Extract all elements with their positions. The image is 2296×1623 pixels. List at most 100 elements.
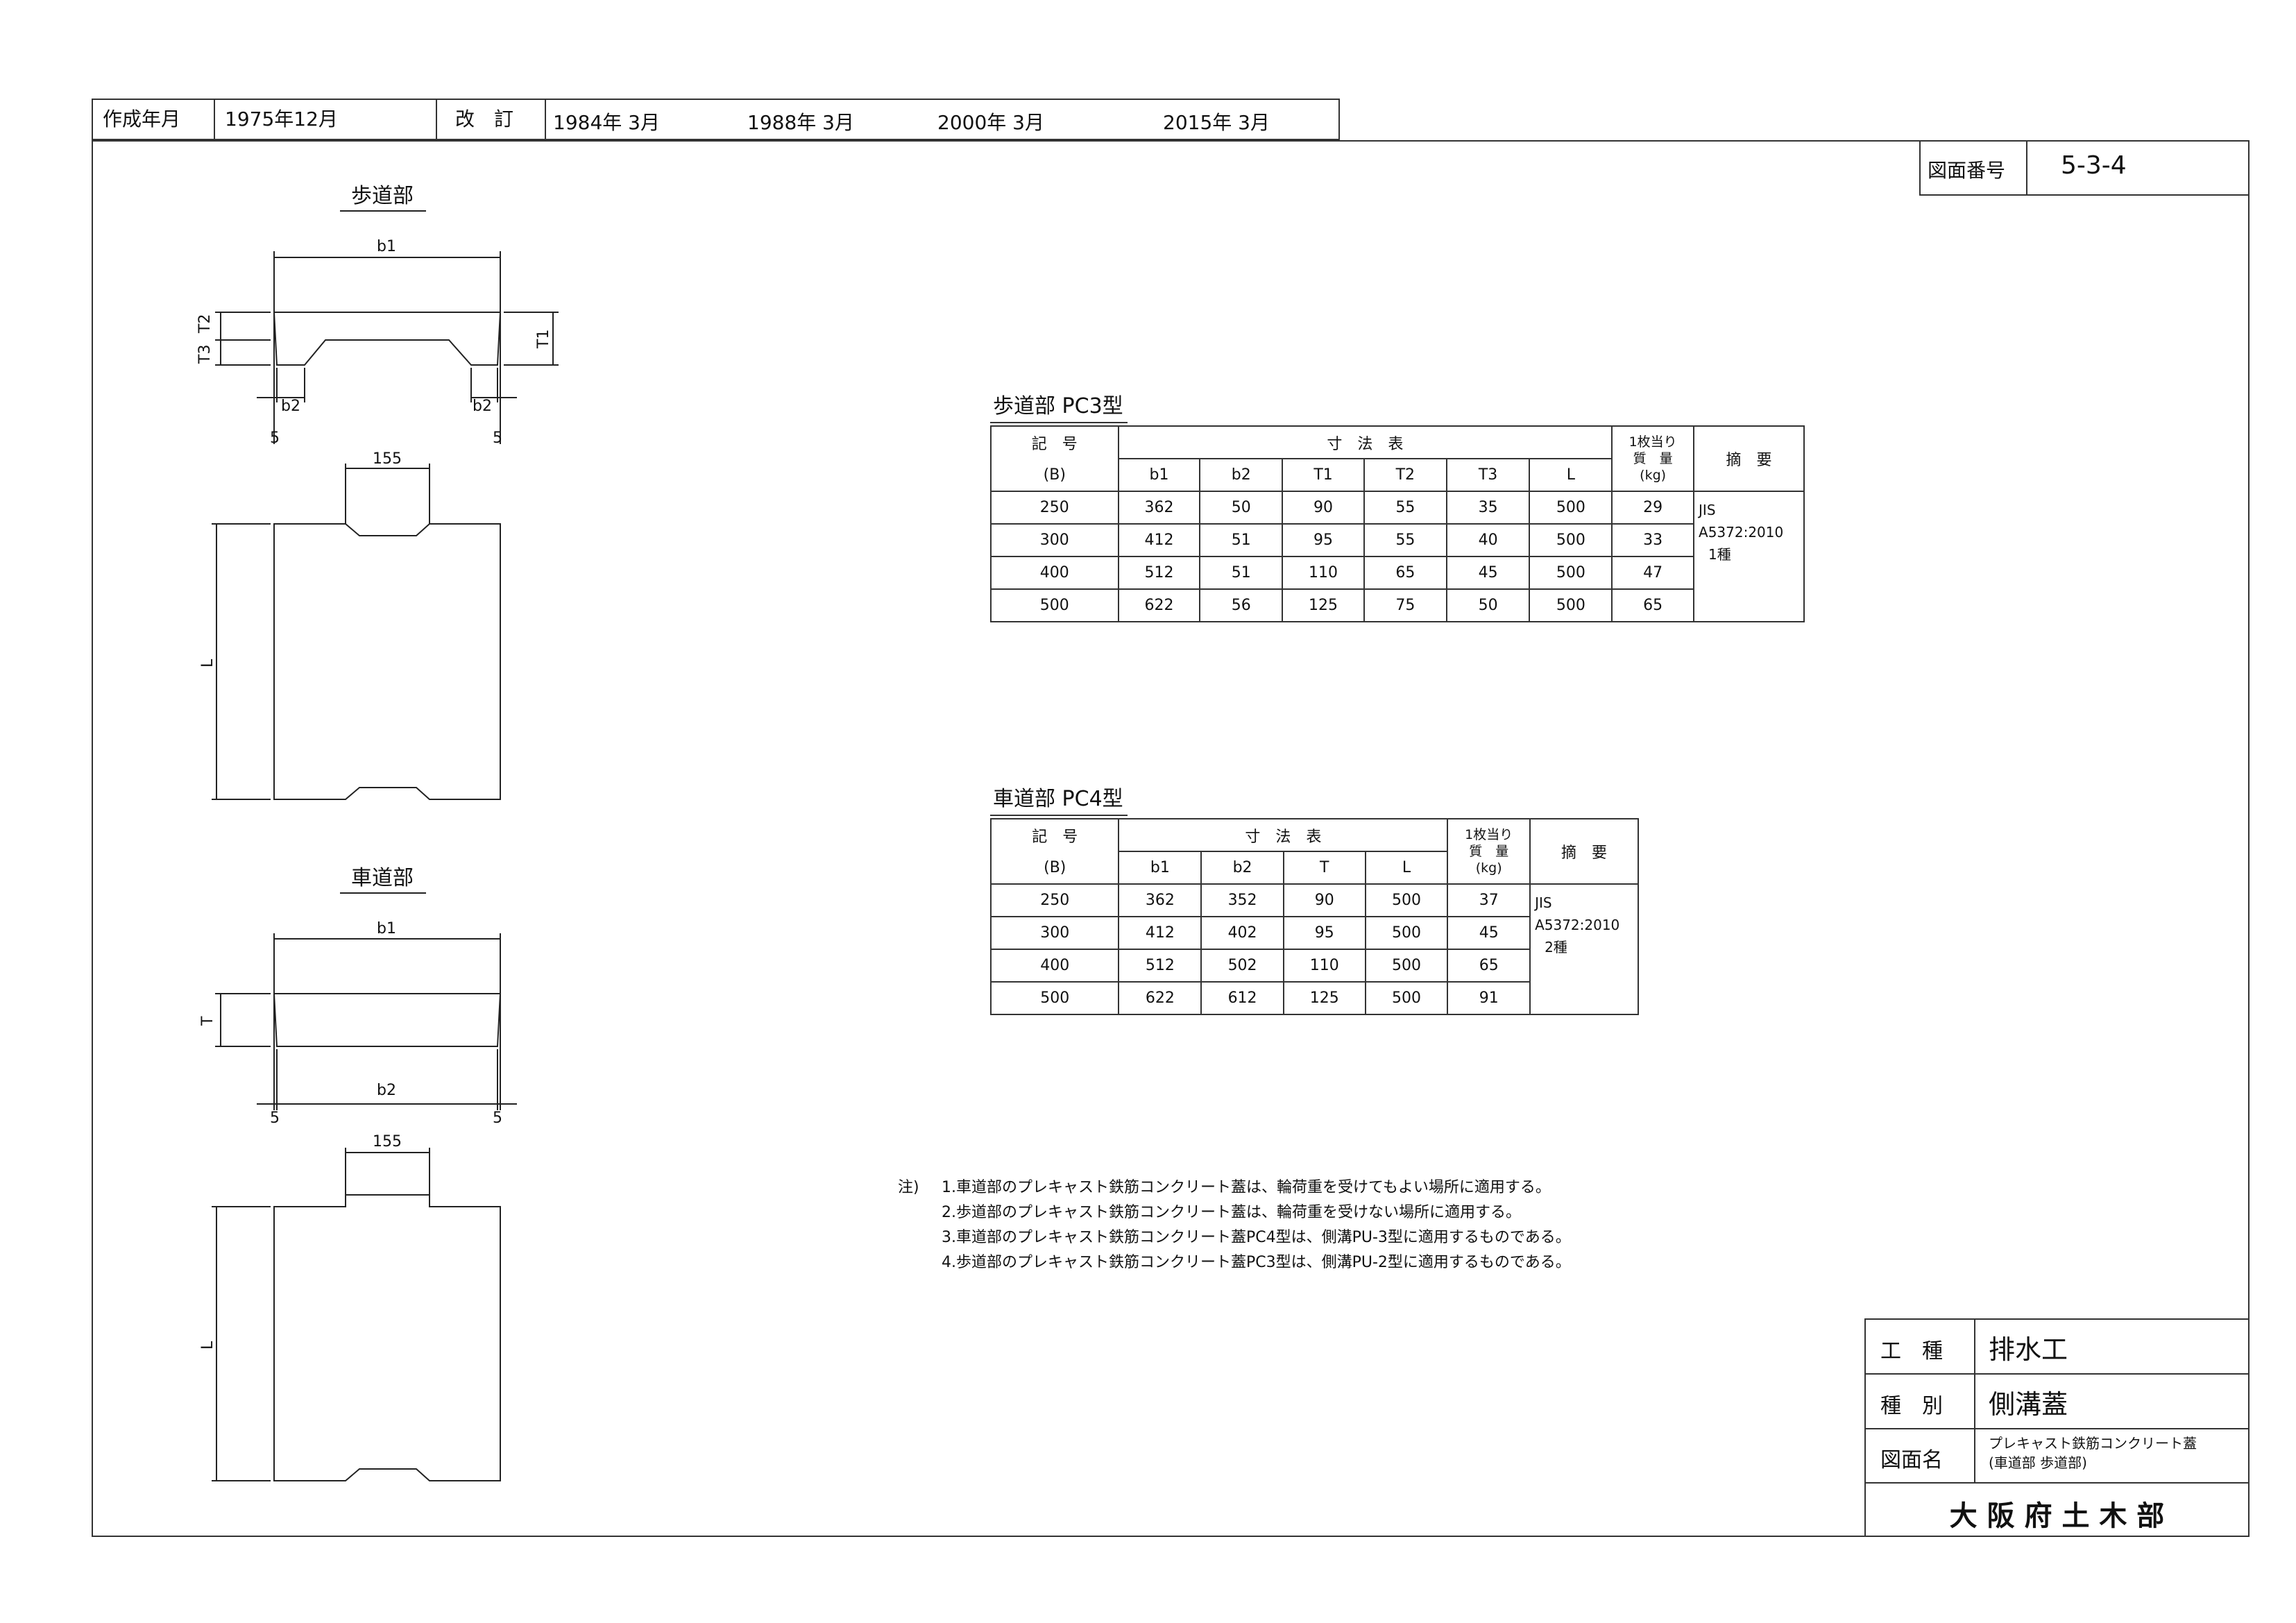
- dim-155: 155: [373, 450, 402, 468]
- note-item: 2.歩道部のプレキャスト鉄筋コンクリート蓋は、輪荷重を受けない場所に適用する。: [942, 1204, 1521, 1221]
- table-cell: 51: [1199, 523, 1284, 557]
- dim-l: L: [199, 658, 216, 668]
- divider: [1864, 1482, 2250, 1484]
- column-header: L: [1364, 851, 1449, 885]
- drawing-number-label: 図面番号: [1928, 159, 2006, 182]
- roadway-cross-section: [215, 933, 517, 1110]
- dim-b1: b1: [377, 920, 396, 937]
- dim-5: 5: [270, 1110, 280, 1127]
- dim-5: 5: [493, 430, 502, 447]
- divider: [1974, 1318, 1975, 1483]
- table-cell: 90: [1282, 883, 1366, 917]
- drawing-number-divider: [2026, 140, 2027, 196]
- table-cell: 500: [1364, 981, 1449, 1015]
- drawing-name-value: プレキャスト鉄筋コンクリート蓋 (車道部 歩道部): [1989, 1434, 2197, 1472]
- table-cell: 40: [1445, 523, 1531, 557]
- column-header: L: [1529, 458, 1613, 492]
- revision-date: 1984年 3月: [553, 111, 660, 134]
- revision-date: 1988年 3月: [747, 111, 854, 134]
- drawing-name-line: プレキャスト鉄筋コンクリート蓋: [1989, 1435, 2197, 1452]
- table-cell: 125: [1282, 588, 1365, 622]
- table-cell: 362: [1117, 491, 1201, 525]
- work-type-value: 排水工: [1989, 1334, 2068, 1365]
- remarks-header: 摘 要: [1529, 818, 1639, 885]
- created-label: 作成年月: [92, 99, 215, 140]
- table-cell: 95: [1282, 523, 1365, 557]
- column-header: b2: [1200, 851, 1284, 885]
- table-cell: 33: [1611, 523, 1695, 557]
- column-header: T: [1282, 851, 1366, 885]
- table-cell: 250: [990, 491, 1119, 525]
- symbol-header: 記 号: [990, 425, 1119, 459]
- table-cell: 500: [1529, 556, 1613, 590]
- table-cell: 110: [1282, 949, 1366, 983]
- dim-t3: T3: [196, 345, 214, 364]
- table-cell: 47: [1611, 556, 1695, 590]
- dimensions-header: 寸 法 表: [1117, 425, 1613, 459]
- table-cell: 56: [1199, 588, 1284, 622]
- weight-header: 1枚当り質 量(kg): [1447, 818, 1531, 885]
- title-block: [1864, 1318, 2250, 1537]
- notes-label: 注): [898, 1179, 919, 1196]
- column-header: T3: [1445, 458, 1531, 492]
- table-cell: 300: [989, 916, 1120, 950]
- sidewalk-plan-view: [212, 464, 501, 800]
- remarks-line: JIS A5372:2010: [1699, 502, 1784, 541]
- dim-l: L: [199, 1341, 216, 1350]
- dim-t: T: [199, 1016, 216, 1026]
- b-header: (B): [989, 851, 1120, 885]
- note-item: 4.歩道部のプレキャスト鉄筋コンクリート蓋PC3型は、側溝PU-2型に適用するも…: [942, 1254, 1571, 1271]
- table-cell: 362: [1118, 883, 1202, 917]
- column-header: T2: [1363, 458, 1447, 492]
- table-cell: 65: [1611, 588, 1695, 622]
- revision-dates: [545, 99, 1340, 140]
- dim-b2: b2: [281, 398, 300, 415]
- table-cell: 412: [1118, 916, 1202, 950]
- table-cell: 500: [990, 588, 1119, 622]
- drawing-name-line: (車道部 歩道部): [1989, 1454, 2087, 1471]
- table-cell: 402: [1200, 916, 1284, 950]
- table-cell: 412: [1117, 523, 1201, 557]
- note-item: 3.車道部のプレキャスト鉄筋コンクリート蓋PC4型は、側溝PU-3型に適用するも…: [942, 1229, 1571, 1246]
- sidewalk-cross-section: [215, 251, 559, 444]
- dim-5: 5: [493, 1110, 502, 1127]
- table-cell: 250: [989, 883, 1120, 917]
- table-cell: 500: [1529, 588, 1613, 622]
- table-cell: 95: [1282, 916, 1366, 950]
- table-cell: 65: [1447, 949, 1531, 983]
- table-cell: 37: [1447, 883, 1531, 917]
- dim-t2: T2: [196, 314, 214, 334]
- table-cell: 500: [1364, 883, 1449, 917]
- table-cell: 50: [1199, 491, 1284, 525]
- dim-5: 5: [270, 430, 280, 447]
- b-header: (B): [990, 459, 1119, 492]
- table-cell: 500: [989, 981, 1120, 1015]
- dim-t1: T1: [535, 330, 552, 349]
- remarks-line: 2種: [1545, 939, 1567, 955]
- notes-list: 1.車道部のプレキャスト鉄筋コンクリート蓋は、輪荷重を受けてもよい場所に適用する…: [942, 1175, 1571, 1275]
- revision-date: 2015年 3月: [1163, 111, 1270, 134]
- pc4-table-title: 車道部 PC4型: [990, 781, 1128, 816]
- drawing-frame: [92, 140, 2250, 1537]
- dim-b2: b2: [377, 1082, 396, 1099]
- table-cell: 65: [1363, 556, 1447, 590]
- table-cell: 400: [990, 556, 1119, 590]
- roadway-section-title: 車道部: [351, 866, 414, 890]
- table-cell: 512: [1117, 556, 1201, 590]
- divider: [1864, 1428, 2250, 1429]
- table-cell: 622: [1117, 588, 1201, 622]
- table-cell: 500: [1529, 491, 1613, 525]
- column-header: b2: [1199, 458, 1284, 492]
- table-cell: 622: [1118, 981, 1202, 1015]
- dim-155: 155: [373, 1133, 402, 1150]
- pc3-table-title: 歩道部 PC3型: [990, 389, 1128, 423]
- table-cell: 75: [1363, 588, 1447, 622]
